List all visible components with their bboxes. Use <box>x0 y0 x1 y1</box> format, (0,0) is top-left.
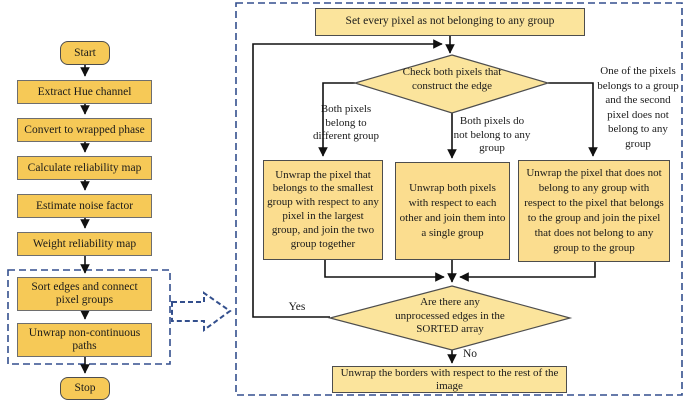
step-sort-edges-connect-groups: Sort edges and connect pixel groups <box>17 277 152 311</box>
step-extract-hue-channel: Extract Hue channel <box>17 80 152 104</box>
step-calculate-reliability-map: Calculate reliability map <box>17 156 152 180</box>
diamond2-label: Are there any unprocessed edges in the S… <box>395 296 505 335</box>
branch-label-both-different: Both pixels belong to different group <box>312 103 380 142</box>
decision-diamond-check-pixels <box>352 54 551 114</box>
expand-block-arrow-icon <box>171 291 232 332</box>
step-estimate-noise-factor: Estimate noise factor <box>17 194 152 218</box>
yes-label: Yes <box>288 301 306 313</box>
yes-loop-line <box>252 39 443 318</box>
start-node: Start <box>60 41 110 65</box>
step-convert-wrapped-phase: Convert to wrapped phase <box>17 118 152 142</box>
set-every-pixel-box: Set every pixel as not belonging to any … <box>315 8 585 36</box>
arrow-leftbox-junction <box>324 260 445 282</box>
unwrap-not-belonging-box: Unwrap the pixel that does not belong to… <box>518 160 670 262</box>
arrow-rightbox-junction <box>459 262 596 282</box>
stop-node: Stop <box>60 377 110 400</box>
unwrap-both-pixels-box: Unwrap both pixels with respect to each … <box>395 162 510 260</box>
step-unwrap-noncontinuous-paths: Unwrap non-continuous paths <box>17 323 152 357</box>
right-dashed-panel-box <box>235 2 683 396</box>
step-weight-reliability-map: Weight reliability map <box>17 232 152 256</box>
unwrap-smallest-group-box: Unwrap the pixel that belongs to the sma… <box>263 160 383 260</box>
no-label: No <box>462 348 478 360</box>
diamond1-label: Check both pixels that construct the edg… <box>402 66 502 92</box>
arrow-diamond1-rightbox <box>548 82 598 157</box>
unwrap-borders-box: Unwrap the borders with respect to the r… <box>332 366 567 393</box>
branch-label-one-belongs: One of the pixels belongs to a group and… <box>597 65 679 150</box>
arrow-diamond1-leftbox <box>318 82 355 157</box>
branch-label-both-none: Both pixels do not belong to any group <box>453 115 531 154</box>
decision-diamond-unprocessed-edges <box>327 285 573 351</box>
